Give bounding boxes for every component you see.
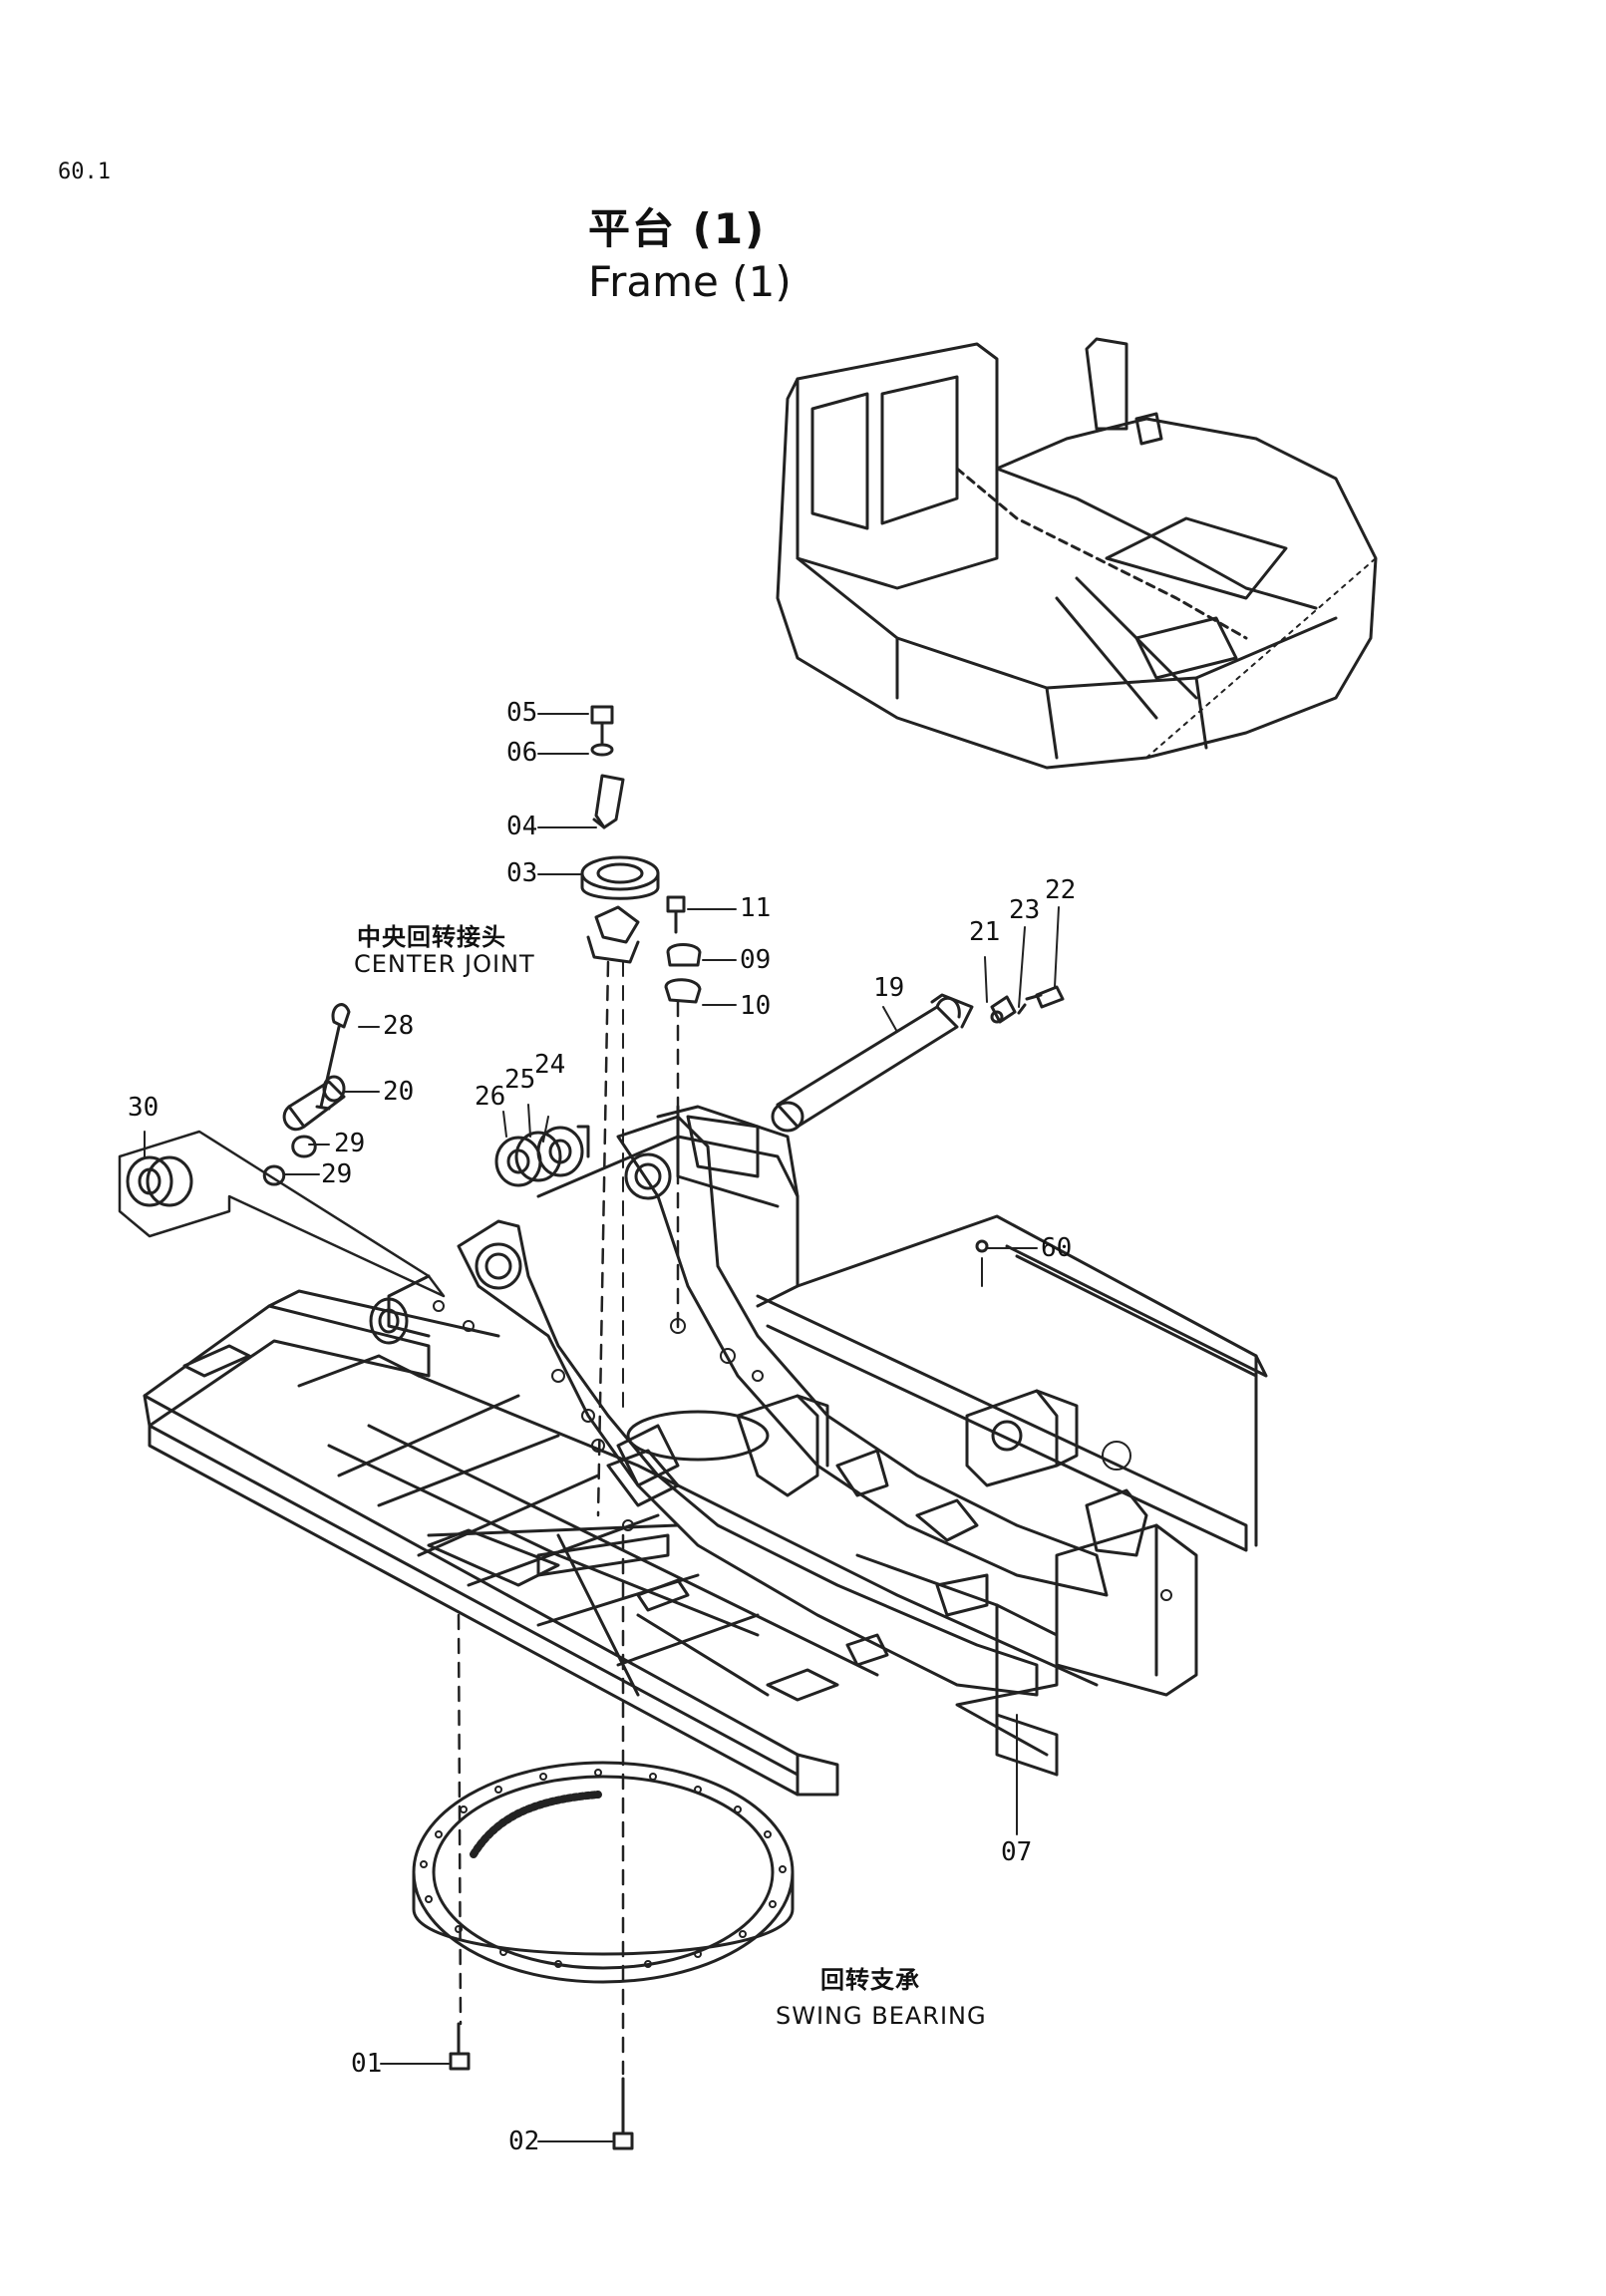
part-label-01: 01 xyxy=(351,2049,383,2079)
part-label-24: 24 xyxy=(534,1050,566,1080)
part-label-30: 30 xyxy=(128,1093,160,1123)
part-label-06: 06 xyxy=(506,738,538,768)
part-label-05: 05 xyxy=(506,698,538,728)
boom-cylinder-pin-parts xyxy=(118,1003,446,1345)
part-label-60: 60 xyxy=(1041,1233,1073,1263)
swing-bearing xyxy=(412,1533,795,2076)
title-english: Frame (1) xyxy=(588,257,792,306)
part-label-04: 04 xyxy=(506,812,538,841)
part-label-11: 11 xyxy=(740,893,772,923)
title-chinese: 平台 (1) xyxy=(588,204,767,253)
center-joint-parts xyxy=(580,705,660,1517)
part-label-28: 28 xyxy=(383,1011,415,1041)
part-label-29-b: 29 xyxy=(321,1159,353,1189)
excavator-overview-inset xyxy=(776,337,1378,770)
part-label-10: 10 xyxy=(740,991,772,1021)
part-label-21: 21 xyxy=(969,917,1001,947)
part-label-02: 02 xyxy=(508,2127,540,2156)
part-label-29-a: 29 xyxy=(334,1129,366,1158)
cover-bolt-parts xyxy=(664,895,702,1338)
bearing-bolts xyxy=(449,2022,634,2150)
swing-bearing-label-en: SWING BEARING xyxy=(776,2002,987,2030)
part-label-20: 20 xyxy=(383,1077,415,1107)
part-label-25: 25 xyxy=(504,1065,536,1095)
main-frame xyxy=(143,1105,1268,1797)
page-code: 60.1 xyxy=(58,160,111,184)
boom-foot-pin-parts xyxy=(771,985,1065,1133)
swing-bearing-label-cn: 回转支承 xyxy=(820,1966,920,1994)
center-joint-label-cn: 中央回转接头 xyxy=(357,923,506,951)
plug-part xyxy=(975,1239,989,1287)
part-label-03: 03 xyxy=(506,858,538,888)
part-label-23: 23 xyxy=(1009,895,1041,925)
part-label-07: 07 xyxy=(1001,1837,1033,1867)
part-label-26: 26 xyxy=(475,1082,506,1112)
shim-parts xyxy=(494,1125,590,1187)
part-label-19: 19 xyxy=(873,973,905,1003)
part-label-22: 22 xyxy=(1045,875,1077,905)
part-label-09: 09 xyxy=(740,945,772,975)
leader-lines xyxy=(144,713,1060,2142)
center-joint-label-en: CENTER JOINT xyxy=(354,950,535,978)
